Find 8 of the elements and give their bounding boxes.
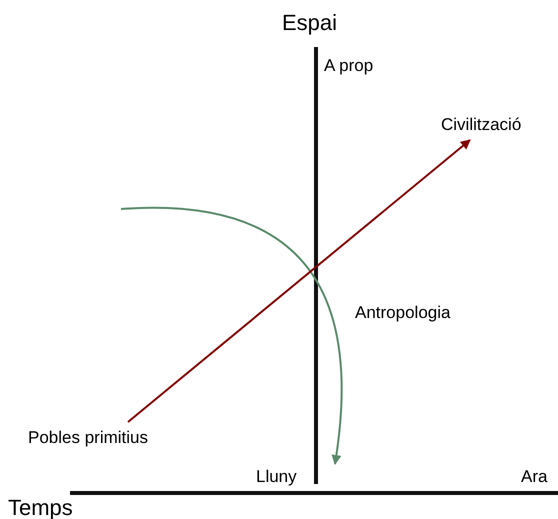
axis-end-label: Ara [521,468,548,485]
axis-end-label: A prop [324,57,374,74]
concept-label: Civilització [441,116,522,133]
concept-label: Pobles primitius [28,429,148,446]
arrow [127,139,471,423]
axis-title: Espai [282,12,338,34]
axis-end-label: Lluny [256,468,297,485]
arrow-label: Antropologia [355,304,450,321]
